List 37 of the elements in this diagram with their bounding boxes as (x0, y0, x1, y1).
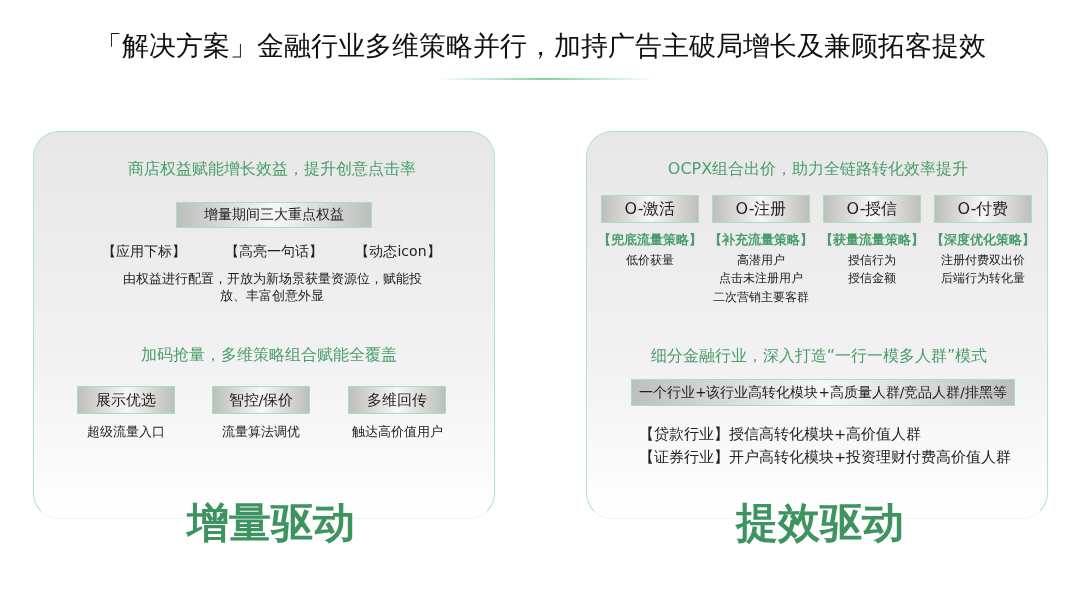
feature-tag: 展示优选 (77, 386, 175, 414)
highlight-tag: 增量期间三大重点权益 (176, 202, 372, 228)
page-title: 「解决方案」金融行业多维策略并行，加持广告主破局增长及兼顾拓客提效 (94, 30, 986, 63)
feature-tag: 多维回传 (348, 386, 446, 414)
detail-label: 低价获量 (626, 254, 674, 268)
strategy-label: 【补充流量策略】 (709, 232, 813, 248)
strategy-label: 【深度优化策略】 (931, 232, 1035, 248)
benefit-label: 【应用下标】 (102, 243, 186, 260)
description: 由权益进行配置，开放为新场景获量资源位，赋能投放、丰富创意外显 (122, 270, 422, 304)
strategy-label: 【兜底流量策略】 (598, 232, 702, 248)
bid-tag: O-付费 (934, 195, 1032, 223)
benefit-label: 【高亮一句话】 (225, 243, 323, 260)
benefit-label: 【动态icon】 (355, 243, 441, 260)
detail-label: 流量算法调优 (222, 424, 300, 440)
section-heading: 商店权益赋能增长效益，提升创意点击率 (128, 159, 416, 179)
slogan-heading: 提效驱动 (736, 498, 904, 549)
detail-label: 注册付费双出价 (941, 254, 1025, 268)
detail-label: 后端行为转化量 (941, 272, 1025, 286)
section-heading: OCPX组合出价，助力全链路转化效率提升 (667, 159, 969, 179)
detail-label: 授信金额 (848, 272, 896, 286)
industry-note: 【证券行业】开户高转化模块+投资理财付费高价值人群 (639, 449, 1012, 467)
detail-label: 触达高价值用户 (351, 424, 443, 440)
detail-label: 点击未注册用户 (719, 272, 803, 286)
strategy-label: 【获量流量策略】 (820, 232, 924, 248)
bid-tag: O-授信 (823, 195, 921, 223)
slogan-heading: 增量驱动 (187, 498, 355, 549)
detail-label: 二次营销主要客群 (713, 291, 809, 305)
detail-label: 授信行为 (848, 254, 896, 268)
section-heading: 细分金融行业，深入打造“一行一模多人群”模式 (650, 346, 988, 366)
section-heading: 加码抢量，多维策略组合赋能全覆盖 (141, 345, 397, 365)
detail-label: 超级流量入口 (87, 424, 165, 440)
bid-tag: O-注册 (712, 195, 810, 223)
bid-tag: O-激活 (601, 195, 699, 223)
detail-label: 高潜用户 (737, 254, 785, 268)
feature-tag: 智控/保价 (212, 386, 310, 414)
formula-tag: 一个行业+该行业高转化模块+高质量人群/竞品人群/排黑等 (631, 379, 1015, 406)
industry-note: 【贷款行业】授信高转化模块+高价值人群 (639, 426, 922, 444)
